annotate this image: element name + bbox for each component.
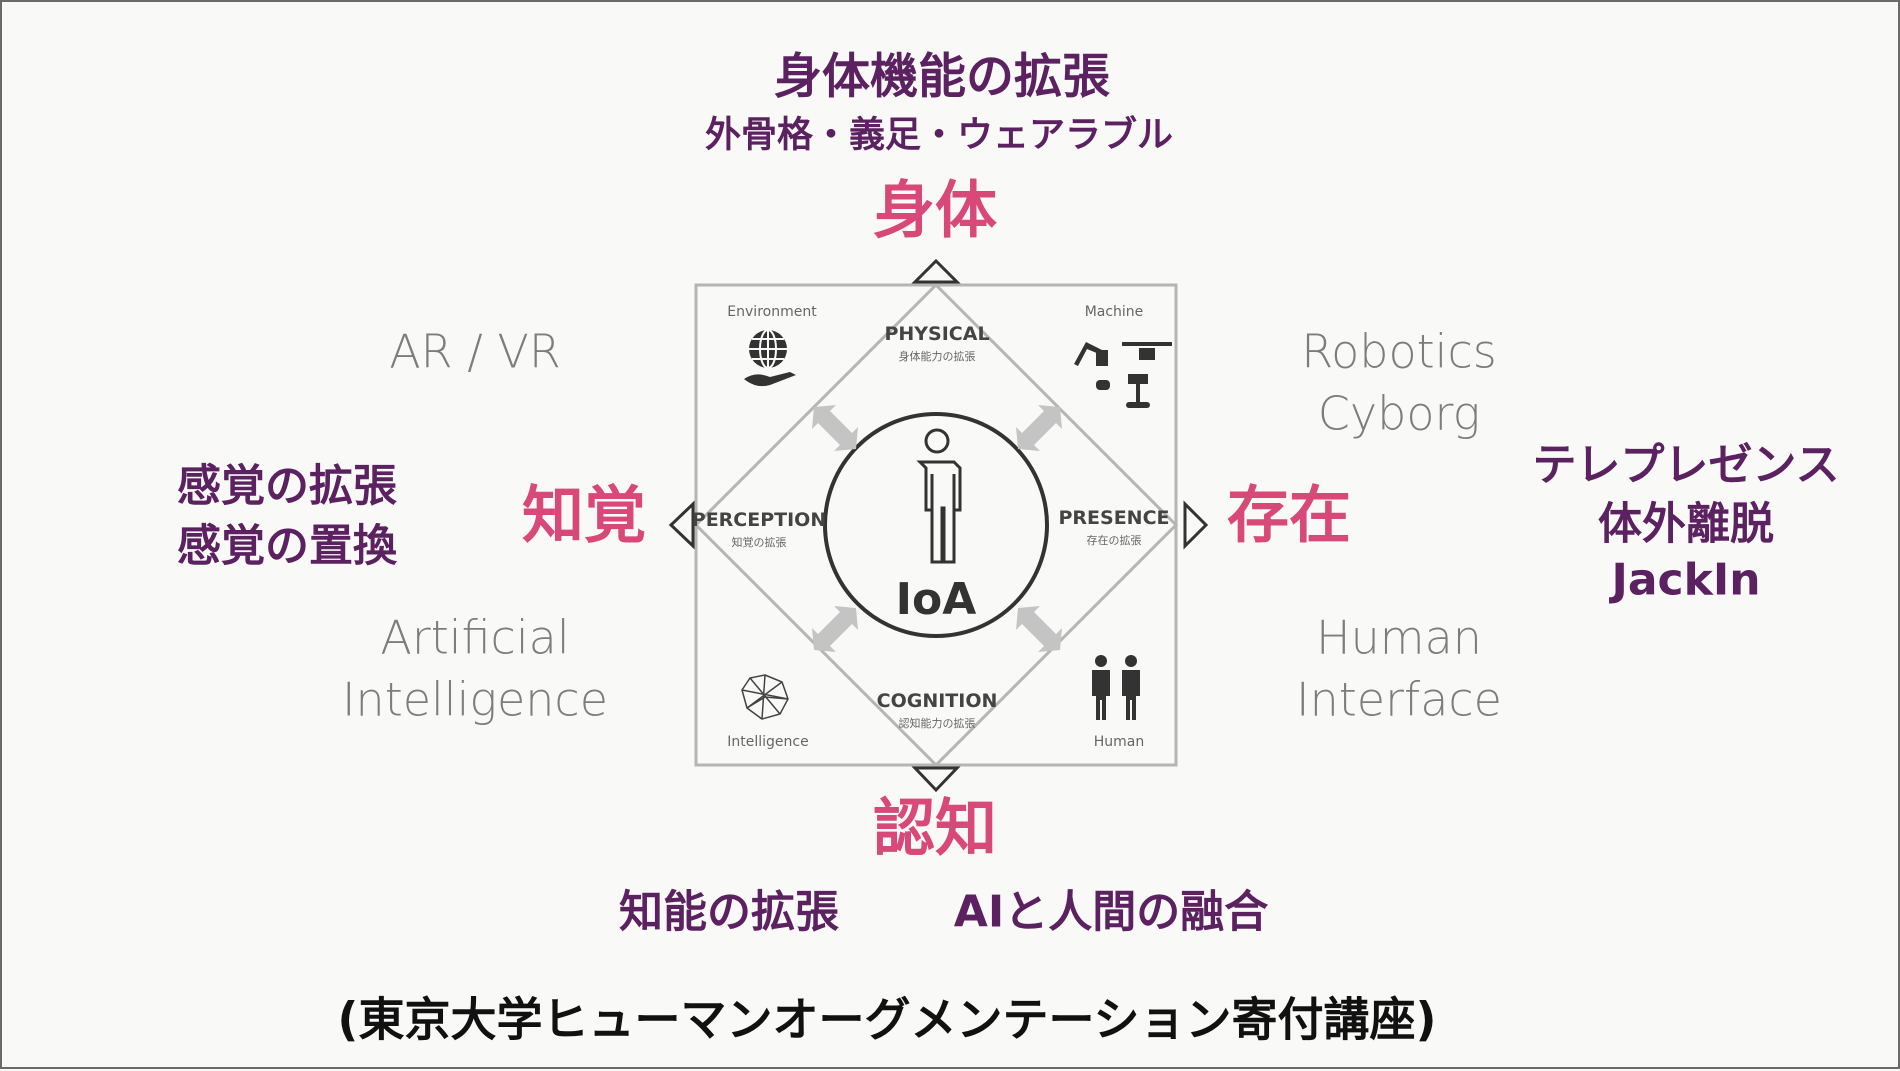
globe-hand-icon — [744, 329, 796, 387]
corner-hi-line-1: Human — [1316, 610, 1482, 665]
cognition-text-left: 知能の拡張 — [619, 886, 839, 938]
corner-robotics-line-2: Cyborg — [1317, 386, 1481, 441]
double-arrow-icon — [812, 606, 858, 652]
center-label: IoA — [896, 574, 977, 625]
machine-label: Machine — [1085, 304, 1144, 320]
presence-line-2: 体外離脱 — [1598, 498, 1774, 550]
perception-line-1: 感覚の拡張 — [177, 460, 397, 512]
physical-title: PHYSICAL — [884, 323, 989, 345]
presence-sub: 存在の拡張 — [1087, 533, 1142, 547]
cognition-sub: 認知能力の拡張 — [899, 716, 976, 730]
triangle-right-icon — [1183, 500, 1209, 550]
presence-title: PRESENCE — [1058, 507, 1169, 529]
physical-sub: 身体能力の拡張 — [899, 349, 976, 363]
double-arrow-icon — [1016, 405, 1062, 451]
corner-hi-line-2: Interface — [1296, 672, 1502, 727]
center-circle — [823, 412, 1049, 638]
network-icon — [741, 674, 789, 720]
corner-robotics-line-1: Robotics — [1301, 324, 1497, 379]
cognition-text-right: AIと人間の融合 — [953, 886, 1269, 938]
corner-ai-line-2: Intelligence — [341, 672, 609, 727]
perception-title: PERCEPTION — [692, 509, 826, 531]
corner-ai-line-1: Artificial — [380, 610, 570, 665]
double-arrow-icon — [1016, 606, 1062, 652]
axis-label-perception: 知覚 — [521, 478, 647, 552]
human-label: Human — [1094, 734, 1145, 750]
corner-ar-vr: AR / VR — [389, 324, 561, 379]
person-icon — [916, 428, 962, 564]
double-arrow-icon — [812, 405, 858, 451]
intelligence-label: Intelligence — [727, 734, 808, 750]
presence-line-1: テレプレゼンス — [1532, 439, 1840, 491]
physical-heading: 身体機能の拡張 — [773, 48, 1111, 105]
two-people-icon — [1092, 655, 1140, 720]
triangle-left-icon — [668, 500, 695, 550]
perception-line-2: 感覚の置換 — [177, 520, 397, 572]
presence-line-3: JackIn — [1611, 554, 1761, 606]
perception-sub: 知覚の拡張 — [732, 535, 787, 549]
axis-label-presence: 存在 — [1226, 478, 1352, 552]
cognition-title: COGNITION — [877, 690, 998, 712]
environment-label: Environment — [727, 304, 817, 320]
machine-robots-icon — [1074, 342, 1172, 408]
axis-label-physical: 身体 — [872, 173, 998, 247]
physical-examples: 外骨格・義足・ウェアラブル — [704, 114, 1174, 156]
axis-label-cognition: 認知 — [872, 791, 998, 865]
triangle-up-icon — [911, 258, 961, 284]
footer-credit: (東京大学ヒューマンオーグメンテーション寄付講座) — [337, 992, 1437, 1047]
arrows — [812, 405, 1062, 652]
triangle-down-icon — [911, 766, 961, 793]
